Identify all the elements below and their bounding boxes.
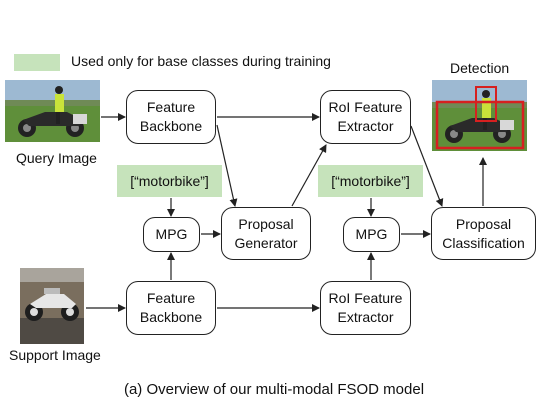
text-prompt-left: [“motorbike”] <box>117 165 222 197</box>
text-prompt-right: [“motorbike”] <box>318 165 423 197</box>
proposal-classification: Proposal Classification <box>431 207 536 260</box>
roi-extractor-top: RoI Feature Extractor <box>320 90 411 144</box>
legend-swatch <box>14 54 60 71</box>
detection-person-box <box>475 86 497 122</box>
detection-bounding-box <box>435 100 525 150</box>
legend-text: Used only for base classes during traini… <box>71 53 331 69</box>
feature-backbone-bottom: Feature Backbone <box>126 281 216 335</box>
figure-caption: (a) Overview of our multi-modal FSOD mod… <box>123 381 425 398</box>
mpg-right: MPG <box>343 217 400 252</box>
feature-backbone-top: Feature Backbone <box>126 90 216 144</box>
proposal-generator: Proposal Generator <box>221 207 311 260</box>
detection-label: Detection <box>450 60 510 76</box>
roi-extractor-bottom: RoI Feature Extractor <box>320 281 411 335</box>
query-image <box>5 80 100 142</box>
support-image <box>20 268 84 344</box>
arrow-roi-to-classification <box>410 125 444 207</box>
mpg-left: MPG <box>143 217 200 252</box>
support-image-label: Support Image <box>9 347 101 363</box>
arrow-proposal-gen-to-roi <box>291 144 327 207</box>
detection-image <box>432 80 527 151</box>
query-image-label: Query Image <box>16 150 97 166</box>
arrow-backbone-to-proposal-gen <box>216 124 238 207</box>
